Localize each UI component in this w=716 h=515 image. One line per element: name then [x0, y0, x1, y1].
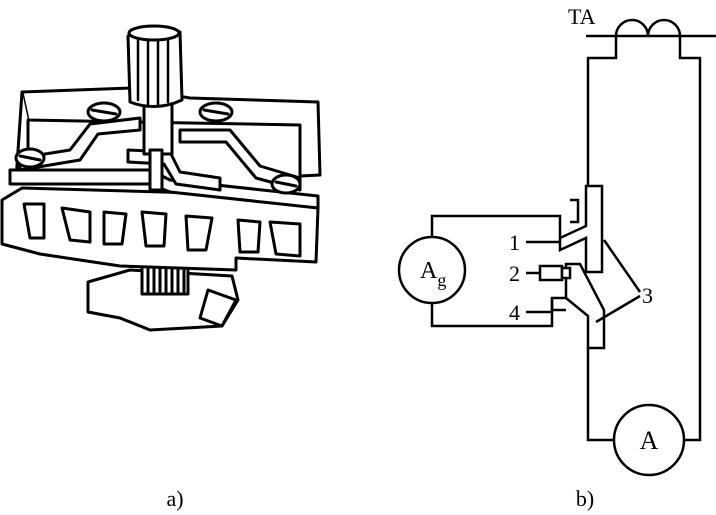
terminal-lower-tab — [550, 296, 566, 312]
screw-right — [198, 101, 234, 123]
slot-2 — [60, 206, 92, 244]
transformer-coils — [614, 18, 682, 37]
caption-a: a) — [166, 486, 183, 511]
knob-stem — [148, 148, 164, 192]
terminal-upper-tab — [570, 198, 580, 224]
panel-b-circuit — [397, 18, 716, 477]
test-plug-tip — [560, 266, 572, 280]
leader-3b — [595, 294, 641, 324]
label-2: 2 — [509, 261, 520, 286]
terminal-lower — [564, 262, 606, 350]
label-3: 3 — [642, 283, 653, 308]
slot-7 — [268, 220, 302, 258]
panel-a-terminal-drawing — [0, 24, 322, 332]
slot-6 — [236, 218, 262, 254]
galvanometer-lead-top — [430, 214, 562, 238]
foot-clip — [198, 288, 238, 328]
galvanometer-subscript: g — [437, 270, 446, 290]
slot-1 — [22, 202, 46, 240]
slot-5 — [184, 214, 214, 252]
caption-b: b) — [576, 486, 594, 511]
ammeter-circle — [612, 403, 686, 477]
screw-front-right — [270, 173, 302, 195]
galvanometer-main: A — [420, 258, 438, 284]
label-1: 1 — [509, 230, 520, 255]
slot-4 — [140, 210, 168, 248]
slot-3 — [102, 210, 128, 246]
secondary-lead-right — [678, 36, 702, 442]
screw-left — [86, 101, 122, 123]
connecting-strip-right — [178, 128, 302, 192]
connecting-strip-left — [18, 116, 142, 172]
secondary-lead-left — [586, 36, 618, 188]
knob-top — [127, 24, 181, 42]
spring — [140, 264, 190, 296]
transformer-label: TA — [568, 4, 596, 29]
knob-shaft — [142, 98, 174, 156]
ammeter-label: A — [640, 426, 659, 455]
leader-3a — [602, 239, 642, 293]
label-4: 4 — [509, 300, 520, 325]
screw-front-left — [14, 147, 46, 169]
knob-grip-lines — [136, 30, 170, 106]
lower-lead — [586, 348, 614, 442]
terminal-upper — [558, 184, 604, 274]
test-plug — [538, 264, 564, 282]
galvanometer-label: Ag — [420, 258, 446, 290]
